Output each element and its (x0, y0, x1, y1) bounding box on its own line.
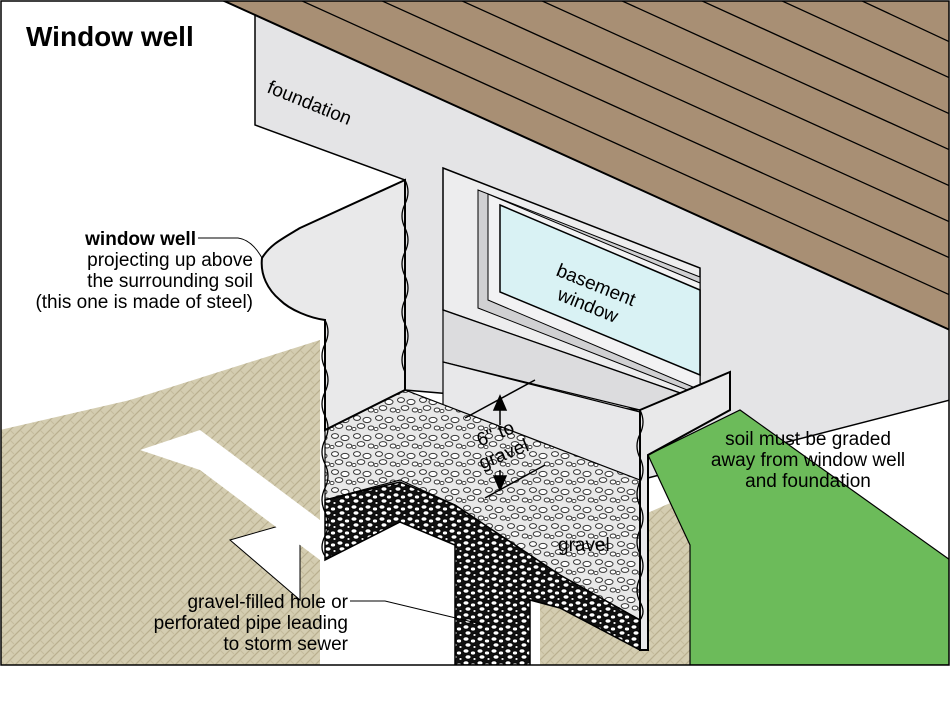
gravel-label: gravel (558, 535, 610, 556)
basement-window (442, 166, 701, 491)
gravel-drain (324, 481, 641, 665)
window-well-label: window well projecting up above the surr… (35, 229, 253, 313)
svg-text:away from window well: away from window well (711, 450, 905, 471)
diagram-title: Window well (26, 21, 194, 52)
svg-text:and foundation: and foundation (745, 471, 871, 492)
svg-text:window well: window well (84, 229, 196, 250)
drain-label: gravel-filled hole or perforated pipe le… (154, 592, 349, 655)
wood-siding (221, 1, 949, 331)
window-glass (499, 203, 701, 377)
svg-text:projecting up above: projecting up above (87, 250, 253, 271)
leader-lines (198, 237, 486, 626)
graded-soil (647, 409, 949, 665)
svg-text:soil must be graded: soil must be graded (725, 429, 891, 450)
svg-text:to storm sewer: to storm sewer (223, 634, 348, 655)
window-well-steel (260, 178, 731, 651)
gap-dimension (464, 379, 546, 499)
frame (0, 0, 950, 666)
svg-text:(this one is made of steel): (this one is made of steel) (35, 292, 253, 313)
cut-edges (321, 179, 644, 621)
svg-text:perforated pipe leading: perforated pipe leading (154, 613, 348, 634)
svg-text:the surrounding soil: the surrounding soil (87, 271, 253, 292)
svg-text:gravel-filled hole or: gravel-filled hole or (187, 592, 348, 613)
soil-grading-label: soil must be graded away from window wel… (711, 429, 905, 492)
